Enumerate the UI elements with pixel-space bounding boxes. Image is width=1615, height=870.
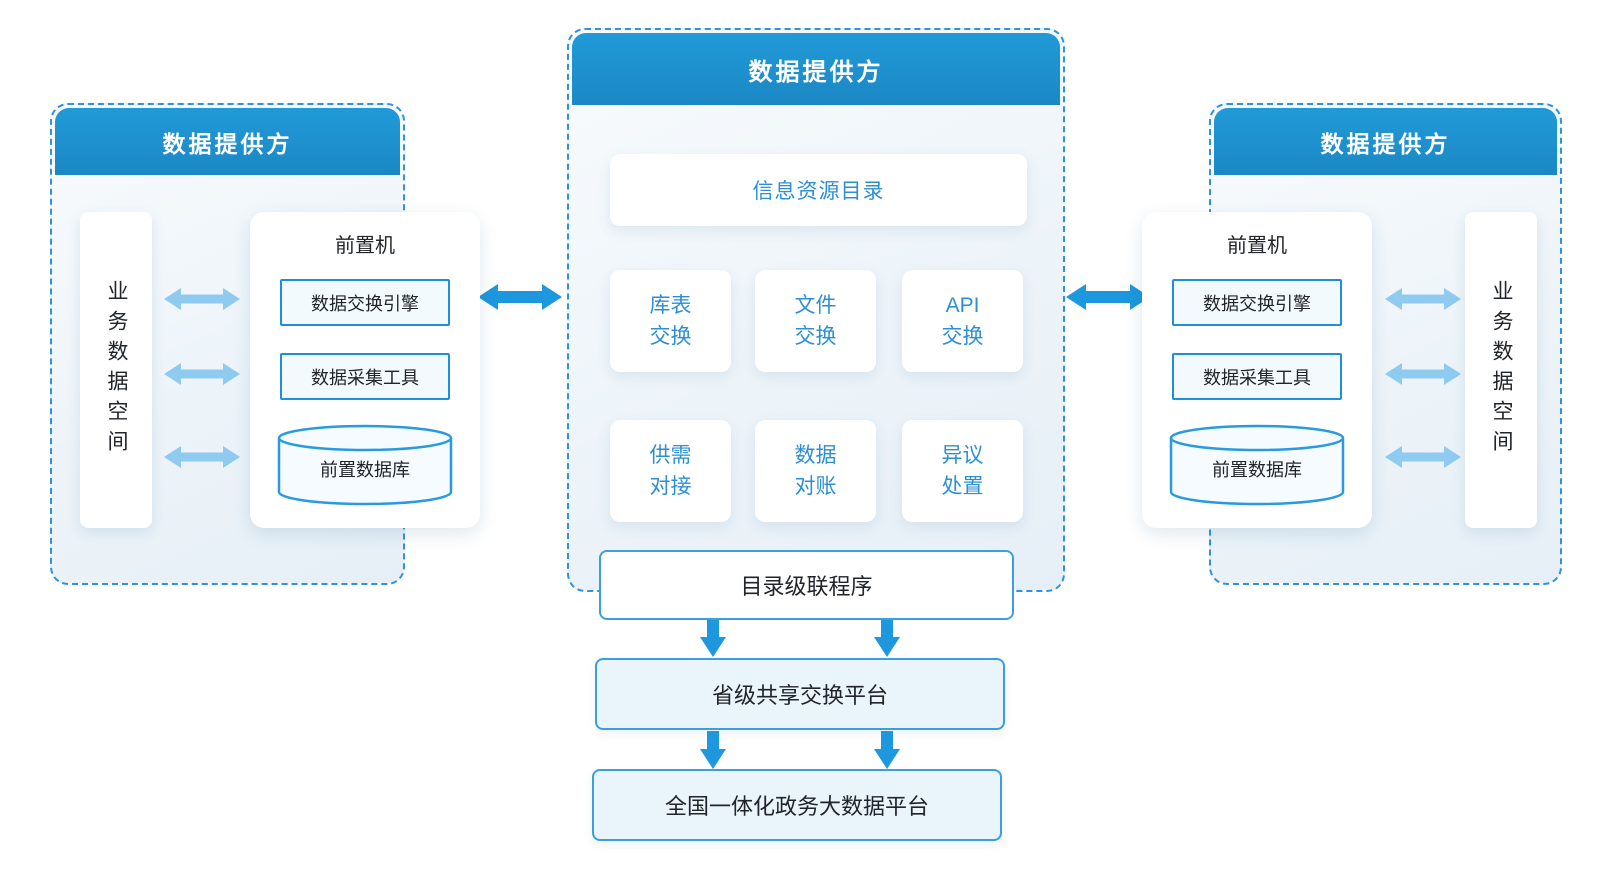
function-box-api-exchange: API 交换 (902, 270, 1023, 372)
left-business-data-space-label: 业务数据空间 (105, 280, 128, 460)
left-data-exchange-engine-label: 数据交换引擎 (311, 293, 419, 314)
left-data-collection-tool-label: 数据采集工具 (311, 367, 419, 388)
left-frontend-machine-card: 前置机 数据交换引擎 数据采集工具 前置数据库 (250, 212, 480, 528)
right-provider-panel: 数据提供方 前置机 数据交换引擎 数据采集工具 前置数据库 (1142, 103, 1562, 585)
left-main-exchange-arrow-icon (478, 284, 562, 310)
function-box-dispute-handle: 异议 处置 (902, 420, 1023, 522)
left-business-data-space-box: 业务数据空间 (80, 212, 152, 528)
right-data-exchange-engine-box: 数据交换引擎 (1172, 279, 1342, 326)
catalog-cascade-program-box: 目录级联程序 (599, 550, 1014, 620)
left-bidirectional-arrow-icon-1 (164, 288, 240, 310)
right-data-collection-tool-label: 数据采集工具 (1203, 367, 1311, 388)
info-resource-catalog-label: 信息资源目录 (752, 180, 885, 203)
down-arrow-icon-3 (700, 731, 726, 769)
right-data-collection-tool-box: 数据采集工具 (1172, 353, 1342, 400)
database-cylinder-icon (1169, 424, 1345, 506)
function-box-data-reconcile: 数据 对账 (755, 420, 876, 522)
left-data-collection-tool-box: 数据采集工具 (280, 353, 450, 400)
center-panel-header: 数据提供方 (572, 33, 1060, 105)
left-panel-title: 数据提供方 (162, 130, 293, 157)
right-main-exchange-arrow-icon (1066, 284, 1150, 310)
down-arrow-icon-1 (700, 619, 726, 657)
center-provider-panel: 数据提供方 信息资源目录 库表 交换 文件 交换 API 交换 供需 对接 数据… (567, 28, 1065, 620)
left-data-exchange-engine-box: 数据交换引擎 (280, 279, 450, 326)
right-bidirectional-arrow-icon-3 (1385, 446, 1461, 468)
down-arrow-icon-2 (874, 619, 900, 657)
right-business-data-space-box: 业务数据空间 (1465, 212, 1537, 528)
down-arrow-icon-4 (874, 731, 900, 769)
right-bidirectional-arrow-icon-1 (1385, 288, 1461, 310)
right-data-exchange-engine-label: 数据交换引擎 (1203, 293, 1311, 314)
function-box-file-exchange: 文件 交换 (755, 270, 876, 372)
database-cylinder-icon (277, 424, 453, 506)
right-bidirectional-arrow-icon-2 (1385, 363, 1461, 385)
left-provider-panel: 数据提供方 业务数据空间 前置机 数据交换引擎 数据采集工具 (50, 103, 480, 585)
right-frontend-machine-card: 前置机 数据交换引擎 数据采集工具 前置数据库 (1142, 212, 1372, 528)
provincial-platform-label: 省级共享交换平台 (711, 683, 888, 708)
left-frontend-database-label: 前置数据库 (320, 460, 410, 480)
function-box-table-exchange: 库表 交换 (610, 270, 731, 372)
right-frontend-database-label: 前置数据库 (1212, 460, 1302, 480)
left-frontend-database-cylinder: 前置数据库 (276, 424, 454, 506)
provincial-platform-box: 省级共享交换平台 (595, 658, 1005, 730)
national-platform-box: 全国一体化政务大数据平台 (592, 769, 1002, 841)
left-panel-header: 数据提供方 (55, 108, 400, 175)
left-frontend-machine-title: 前置机 (335, 235, 395, 257)
right-business-data-space-label: 业务数据空间 (1490, 280, 1513, 460)
right-panel-header: 数据提供方 (1214, 108, 1557, 175)
left-bidirectional-arrow-icon-2 (164, 363, 240, 385)
catalog-cascade-program-label: 目录级联程序 (740, 574, 873, 599)
national-platform-label: 全国一体化政务大数据平台 (664, 794, 929, 819)
right-panel-title: 数据提供方 (1320, 130, 1451, 157)
left-bidirectional-arrow-icon-3 (164, 446, 240, 468)
info-resource-catalog-box: 信息资源目录 (610, 154, 1027, 226)
right-frontend-machine-title: 前置机 (1227, 235, 1287, 257)
center-panel-title: 数据提供方 (748, 58, 884, 86)
right-frontend-database-cylinder: 前置数据库 (1168, 424, 1346, 506)
function-box-supply-demand: 供需 对接 (610, 420, 731, 522)
